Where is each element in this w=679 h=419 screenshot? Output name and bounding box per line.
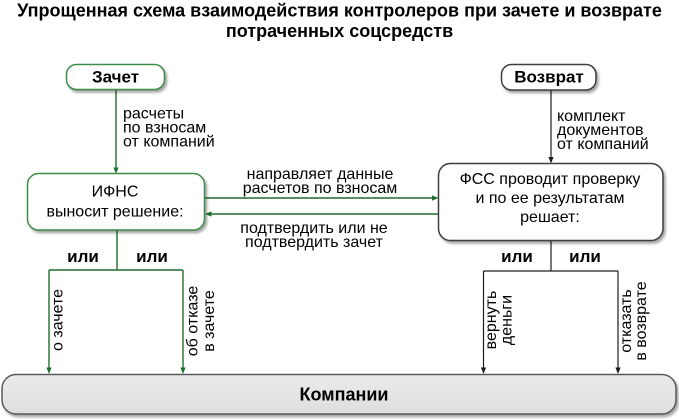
node-zachet-label: Зачет <box>92 68 139 87</box>
fss-or-label-right: или <box>569 247 601 266</box>
node-vozvrat-box <box>500 63 597 91</box>
edge-vozvrat-to-fss: комплект документов от компаний <box>548 90 649 164</box>
node-companies: Компании <box>1 373 677 415</box>
arrowhead-down-icon <box>480 367 487 374</box>
ifns-outcome-label-line-1: об отказе <box>185 286 202 357</box>
edge-zachet-to-ifns-label-line-1: расчеты <box>123 106 184 123</box>
edge-vozvrat-to-fss-label-line-1: комплект <box>557 108 626 125</box>
ifns-outcome-label-line-1: о зачете <box>50 289 67 351</box>
title-line-1: Упрощенная схема взаимодействия контроле… <box>17 1 662 21</box>
node-vozvrat-label: Возврат <box>514 68 584 87</box>
edge-zachet-to-ifns-label-line-2: по взносам <box>123 120 206 137</box>
arrowhead-down-icon <box>615 367 621 374</box>
node-vozvrat: Возврат <box>500 63 597 91</box>
ifns-outcome-label-line-2: в зачете <box>201 290 218 352</box>
ifns-outcome-offset-refused: об отказе в зачете <box>180 270 218 374</box>
arrowhead-right-icon <box>432 195 439 201</box>
fss-outcome-refund: вернуть деньги <box>480 271 516 374</box>
title-line-2: потраченных соцсредств <box>226 21 453 41</box>
fss-or-label-left: или <box>501 247 533 266</box>
node-fss: ФСС проводит проверку и по ее результата… <box>437 162 664 242</box>
node-fss-box <box>437 162 664 242</box>
arrowhead-down-icon <box>180 367 186 374</box>
fss-outcome-label-line-1: отказать <box>618 289 635 353</box>
edge-fss-to-ifns-label-line-2: подтвердить зачет <box>245 234 384 251</box>
edge-vozvrat-to-fss-label-line-2: документов <box>557 122 644 139</box>
node-zachet: Зачет <box>65 63 166 91</box>
edge-zachet-to-ifns: расчеты по взносам от компаний <box>113 89 215 174</box>
diagram-title: Упрощенная схема взаимодействия контроле… <box>17 1 662 42</box>
fss-outcome-refuse: отказать в возврате <box>615 271 650 374</box>
node-ifns-box <box>26 172 206 231</box>
ifns-decision-branches: о зачете об отказе в зачете или или <box>46 230 218 374</box>
ifns-or-label-left: или <box>67 247 99 266</box>
edge-ifns-to-fss: направляет данные расчетов по взносам <box>205 166 439 201</box>
ifns-or-label-right: или <box>136 247 168 266</box>
node-fss-text-line-1: ФСС проводит проверку <box>460 171 641 188</box>
edge-ifns-to-fss-label-line-2: расчетов по взносам <box>243 180 398 197</box>
node-ifns: ИФНС выносит решение: <box>26 172 206 231</box>
edge-fss-to-ifns: подтвердить или не подтвердить зачет <box>205 211 439 251</box>
arrowhead-down-icon <box>548 157 554 164</box>
node-companies-label: Компании <box>300 385 389 405</box>
fss-outcome-label-line-2: в возврате <box>633 281 650 360</box>
node-fss-text-line-3: решает: <box>520 209 580 226</box>
fss-outcome-label-line-2: деньги <box>499 295 516 345</box>
edge-fss-to-ifns-label-line-1: подтвердить или не <box>240 220 388 237</box>
node-fss-text-line-2: и по ее результатам <box>475 190 624 207</box>
node-zachet-box <box>65 63 166 91</box>
node-companies-box <box>1 373 677 415</box>
ifns-outcome-offset-approved: о зачете <box>46 270 67 374</box>
arrowhead-left-icon <box>205 211 212 217</box>
arrowhead-down-icon <box>46 367 52 374</box>
edge-vozvrat-to-fss-label-line-3: от компаний <box>557 136 649 153</box>
edge-zachet-to-ifns-label-line-3: от компаний <box>123 134 215 151</box>
node-ifns-title: ИФНС <box>92 184 139 201</box>
fss-outcome-label-line-1: вернуть <box>483 291 500 350</box>
node-ifns-subtitle: выносит решение: <box>46 204 183 221</box>
fss-decision-branches: вернуть деньги отказать в возврате или и… <box>480 241 650 374</box>
arrowhead-down-icon <box>113 167 119 174</box>
edge-ifns-to-fss-label-line-1: направляет данные <box>247 166 394 183</box>
